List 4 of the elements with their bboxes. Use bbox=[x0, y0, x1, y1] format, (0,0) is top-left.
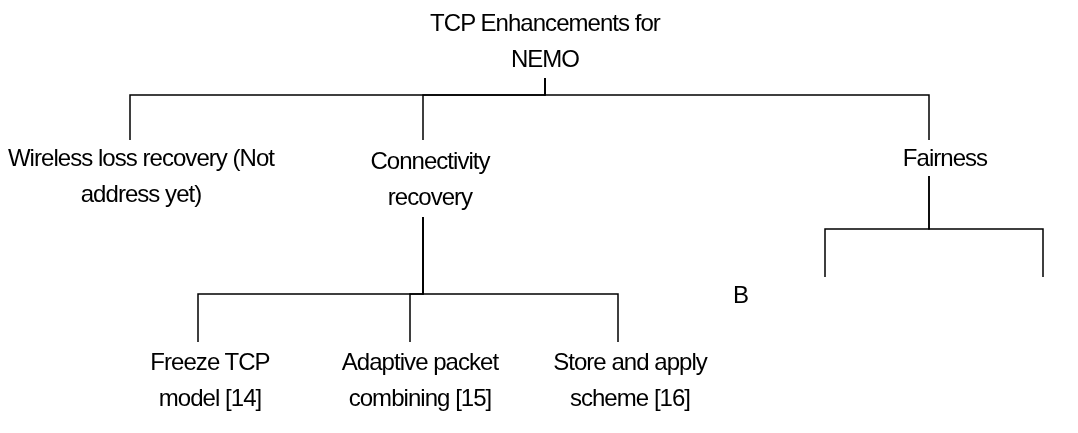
text-label: B bbox=[733, 280, 749, 310]
connector-line bbox=[422, 216, 619, 343]
connector-line bbox=[544, 77, 930, 141]
connector-line bbox=[928, 174, 1044, 278]
